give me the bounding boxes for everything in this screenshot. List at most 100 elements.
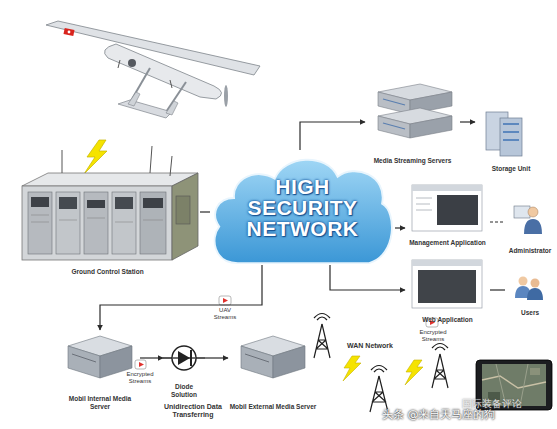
administrator-icon <box>514 206 530 218</box>
server-box <box>245 354 269 362</box>
radio-tower <box>314 324 330 358</box>
uav-drone <box>128 59 136 67</box>
server-box <box>241 346 273 378</box>
ground-station-shelter <box>59 197 77 209</box>
ground-station-shelter <box>22 146 198 260</box>
storage-icon <box>503 131 519 133</box>
diode-symbol <box>178 351 190 365</box>
radio-tower <box>314 314 330 359</box>
administrator-icon <box>514 206 542 234</box>
app-screenshot <box>416 204 430 205</box>
ground-station-shelter <box>143 220 163 221</box>
connector-line <box>460 121 475 122</box>
radio-link-bolt <box>84 140 107 174</box>
node-caption: Diode Solution <box>163 383 205 398</box>
radio-tower <box>370 366 388 413</box>
ground-station-shelter <box>59 220 77 221</box>
tablet-device <box>530 368 540 375</box>
ground-station-shelter <box>87 200 105 208</box>
connector-line <box>330 265 405 290</box>
storage-icon <box>503 123 519 125</box>
ground-station-shelter <box>115 197 133 209</box>
ground-station-shelter <box>28 192 52 254</box>
node-caption: Management Application <box>409 239 486 246</box>
app-screenshot <box>412 260 482 308</box>
application-node: Web Application <box>405 255 490 323</box>
stream-icon <box>219 296 231 305</box>
node-caption: Storage Unit <box>492 165 531 172</box>
stream-icon <box>135 360 146 369</box>
storage-icon <box>486 112 522 156</box>
stream-label: Encrypted Streams <box>123 371 157 385</box>
ground-station-shelter <box>31 197 49 207</box>
stream-label: Encrypted Streams <box>416 329 450 343</box>
ground-station-shelter <box>84 192 108 254</box>
uav-drone <box>118 100 172 118</box>
uav-drone <box>166 101 178 115</box>
server-box <box>68 336 132 378</box>
app-screenshot <box>412 260 482 266</box>
ground-station-shelter <box>140 192 166 254</box>
app-screenshot <box>416 210 432 211</box>
ground-station-shelter <box>115 222 133 223</box>
node-caption: Ground Control Station <box>71 268 143 275</box>
ground-station-shelter <box>62 150 63 173</box>
radio-tower <box>314 314 330 321</box>
storage-icon <box>500 118 522 156</box>
ground-station-shelter <box>112 192 136 254</box>
uav-drone <box>128 68 150 106</box>
radio-link-bolt <box>84 140 107 174</box>
app-screenshot <box>412 185 482 231</box>
users-icon <box>527 288 543 300</box>
ground-station-shelter <box>56 192 80 254</box>
uav-drone <box>63 28 74 36</box>
connector-line <box>300 122 365 150</box>
diode-node: Diode Solution <box>163 342 205 398</box>
radio-tower <box>371 366 387 373</box>
stream-label: UAV Streams <box>210 307 240 321</box>
ground-station-shelter <box>170 156 172 176</box>
radio-link-bolt <box>343 356 423 385</box>
users-icon <box>515 277 543 301</box>
app-screenshot <box>412 260 482 308</box>
radio-link-bolt <box>405 360 423 385</box>
tablet-device <box>482 376 546 388</box>
radio-tower <box>370 376 388 412</box>
uav-drone <box>170 80 172 88</box>
stream-icon <box>219 296 231 305</box>
cloud-outline <box>215 160 392 263</box>
stream-icon <box>223 298 228 303</box>
server-node: Media Streaming Servers <box>365 80 460 164</box>
node-caption: Media Streaming Servers <box>374 157 452 164</box>
connector-line <box>490 221 505 222</box>
uav-drone <box>224 85 228 107</box>
uav-drone <box>68 31 71 34</box>
node-caption: Mobil External Media Server <box>230 403 317 410</box>
actor-node: Administrator <box>505 198 555 254</box>
server-stack <box>378 116 410 138</box>
uav-drone <box>104 44 221 99</box>
uav-drone <box>128 92 140 106</box>
ground-station-shelter <box>143 198 163 208</box>
actor-node: Users <box>505 270 555 316</box>
users-icon <box>531 279 540 288</box>
server-node: Mobil External Media Server <box>228 330 318 410</box>
ground-station-shelter <box>31 215 49 216</box>
app-screenshot <box>437 195 478 225</box>
users-icon <box>519 277 528 286</box>
storage-icon <box>503 139 519 141</box>
ground-station-shelter <box>150 146 152 173</box>
connector-line <box>395 227 405 228</box>
node-caption: Administrator <box>509 247 552 254</box>
watermark: 头条 @来自天马座的狗 <box>382 409 552 422</box>
connector-line <box>490 289 505 290</box>
server-stack <box>378 108 452 138</box>
administrator-icon <box>524 219 542 234</box>
connector-line <box>200 211 210 212</box>
app-screenshot <box>416 198 432 199</box>
server-box <box>72 354 96 362</box>
server-stack <box>410 116 452 138</box>
app-screenshot <box>418 270 476 303</box>
diode-symbol <box>163 346 205 370</box>
